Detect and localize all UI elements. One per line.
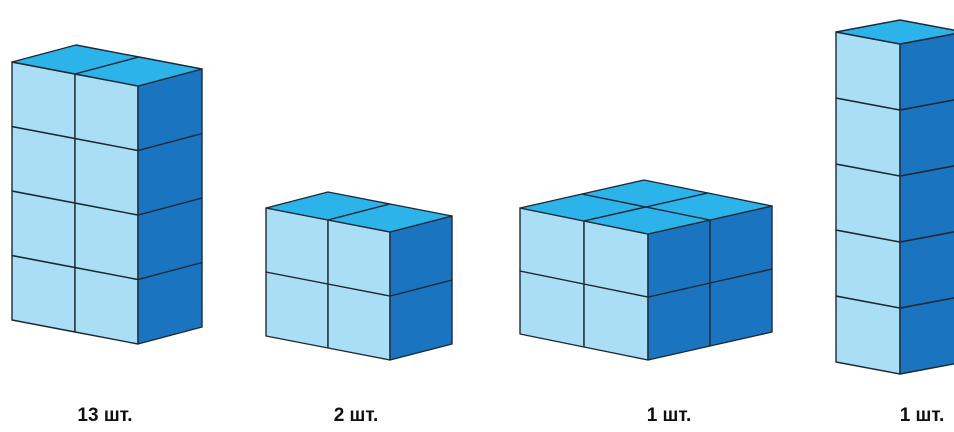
cube-side-face xyxy=(900,32,954,110)
cube-front-face xyxy=(836,32,900,110)
cube-side-face xyxy=(900,230,954,308)
cube-block-3 xyxy=(520,180,772,360)
cube-front-face xyxy=(836,296,900,374)
cube-front-face xyxy=(75,139,138,216)
cube-front-face xyxy=(75,74,138,151)
caption-figure-4: 1 шт. xyxy=(900,405,945,427)
caption-figure-1: 13 шт. xyxy=(77,405,132,427)
cube-block-1 xyxy=(12,45,202,344)
cube-front-face xyxy=(836,164,900,242)
cube-front-face xyxy=(12,62,75,139)
caption-figure-3: 1 шт. xyxy=(647,405,692,427)
cube-front-face xyxy=(266,272,328,348)
cube-side-face xyxy=(900,164,954,242)
cube-front-face xyxy=(266,208,328,284)
cube-front-face xyxy=(12,191,75,268)
cube-front-face xyxy=(328,284,390,360)
cube-side-face xyxy=(900,98,954,176)
cube-side-face xyxy=(900,296,954,374)
cube-front-face xyxy=(836,230,900,308)
cube-front-face xyxy=(75,203,138,280)
cube-front-face xyxy=(328,220,390,296)
cube-block-4 xyxy=(836,20,954,374)
cube-front-face xyxy=(75,268,138,345)
cube-front-face xyxy=(836,98,900,176)
cube-block-2 xyxy=(266,192,452,360)
cube-front-face xyxy=(12,256,75,333)
caption-figure-2: 2 шт. xyxy=(334,405,379,427)
cube-front-face xyxy=(12,127,75,204)
